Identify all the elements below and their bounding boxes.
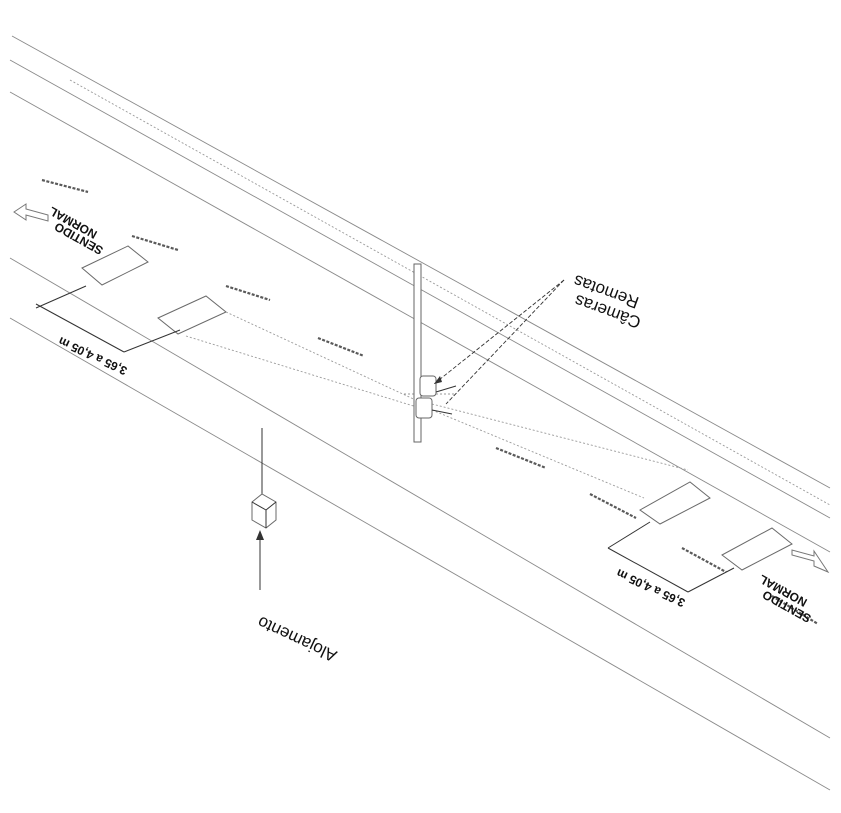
housing-box-edge <box>251 501 267 511</box>
dimension-leader <box>35 285 87 309</box>
housing-leader <box>256 530 264 590</box>
lane-dash <box>41 178 89 194</box>
road-edge-line-1 <box>11 35 831 489</box>
lane-markings <box>41 178 819 625</box>
housing-label: Alojamento <box>255 612 340 665</box>
dimension-line <box>35 303 125 353</box>
width-label-right: 3,65 a 4,05 m <box>614 566 687 610</box>
camera-leader <box>445 279 565 405</box>
sight-line <box>431 403 689 471</box>
loop-detector-right-2 <box>721 527 793 571</box>
loop-detector-left-1 <box>81 245 149 286</box>
camera-icon <box>419 375 437 397</box>
width-label-left: 3,65 a 4,05 m <box>56 334 129 378</box>
lane-dash <box>589 493 637 519</box>
road-edge-line-6 <box>9 317 831 791</box>
loop-detectors <box>81 245 793 571</box>
dimension-leader <box>687 567 735 593</box>
dimension-leader <box>607 521 651 549</box>
lane-dash <box>495 446 547 470</box>
camera-icon <box>415 397 433 419</box>
housing-box-edge <box>265 501 277 511</box>
lane-dash <box>131 234 179 252</box>
loop-detector-right-1 <box>639 481 711 525</box>
lane-dash <box>225 284 271 302</box>
dimension-line <box>607 547 689 593</box>
lane-dash <box>681 547 727 573</box>
housing-box-front <box>251 493 277 529</box>
lane-dash <box>317 336 365 358</box>
sight-line <box>431 409 645 499</box>
housing-box-icon <box>251 428 277 529</box>
sight-line <box>185 335 421 409</box>
camera-bracket <box>435 385 457 393</box>
leader-arrowhead <box>256 530 264 540</box>
loop-detector-left-2 <box>157 295 227 335</box>
hollow-arrow-icon <box>13 203 830 574</box>
dimension-leader <box>123 329 181 353</box>
direction-arrow-left-icon <box>13 203 49 222</box>
camera-bracket <box>431 409 453 415</box>
dimension-right <box>607 521 735 593</box>
leader-arrowhead <box>434 376 442 384</box>
dimension-left <box>35 285 181 353</box>
road-edge-line-5 <box>9 257 831 739</box>
direction-arrow-right-icon <box>791 549 830 574</box>
road-edge-line-3 <box>69 79 831 506</box>
camera-pole <box>413 263 457 443</box>
camera-leader <box>433 279 565 385</box>
camera-leaders <box>433 279 565 405</box>
pole <box>413 263 422 443</box>
